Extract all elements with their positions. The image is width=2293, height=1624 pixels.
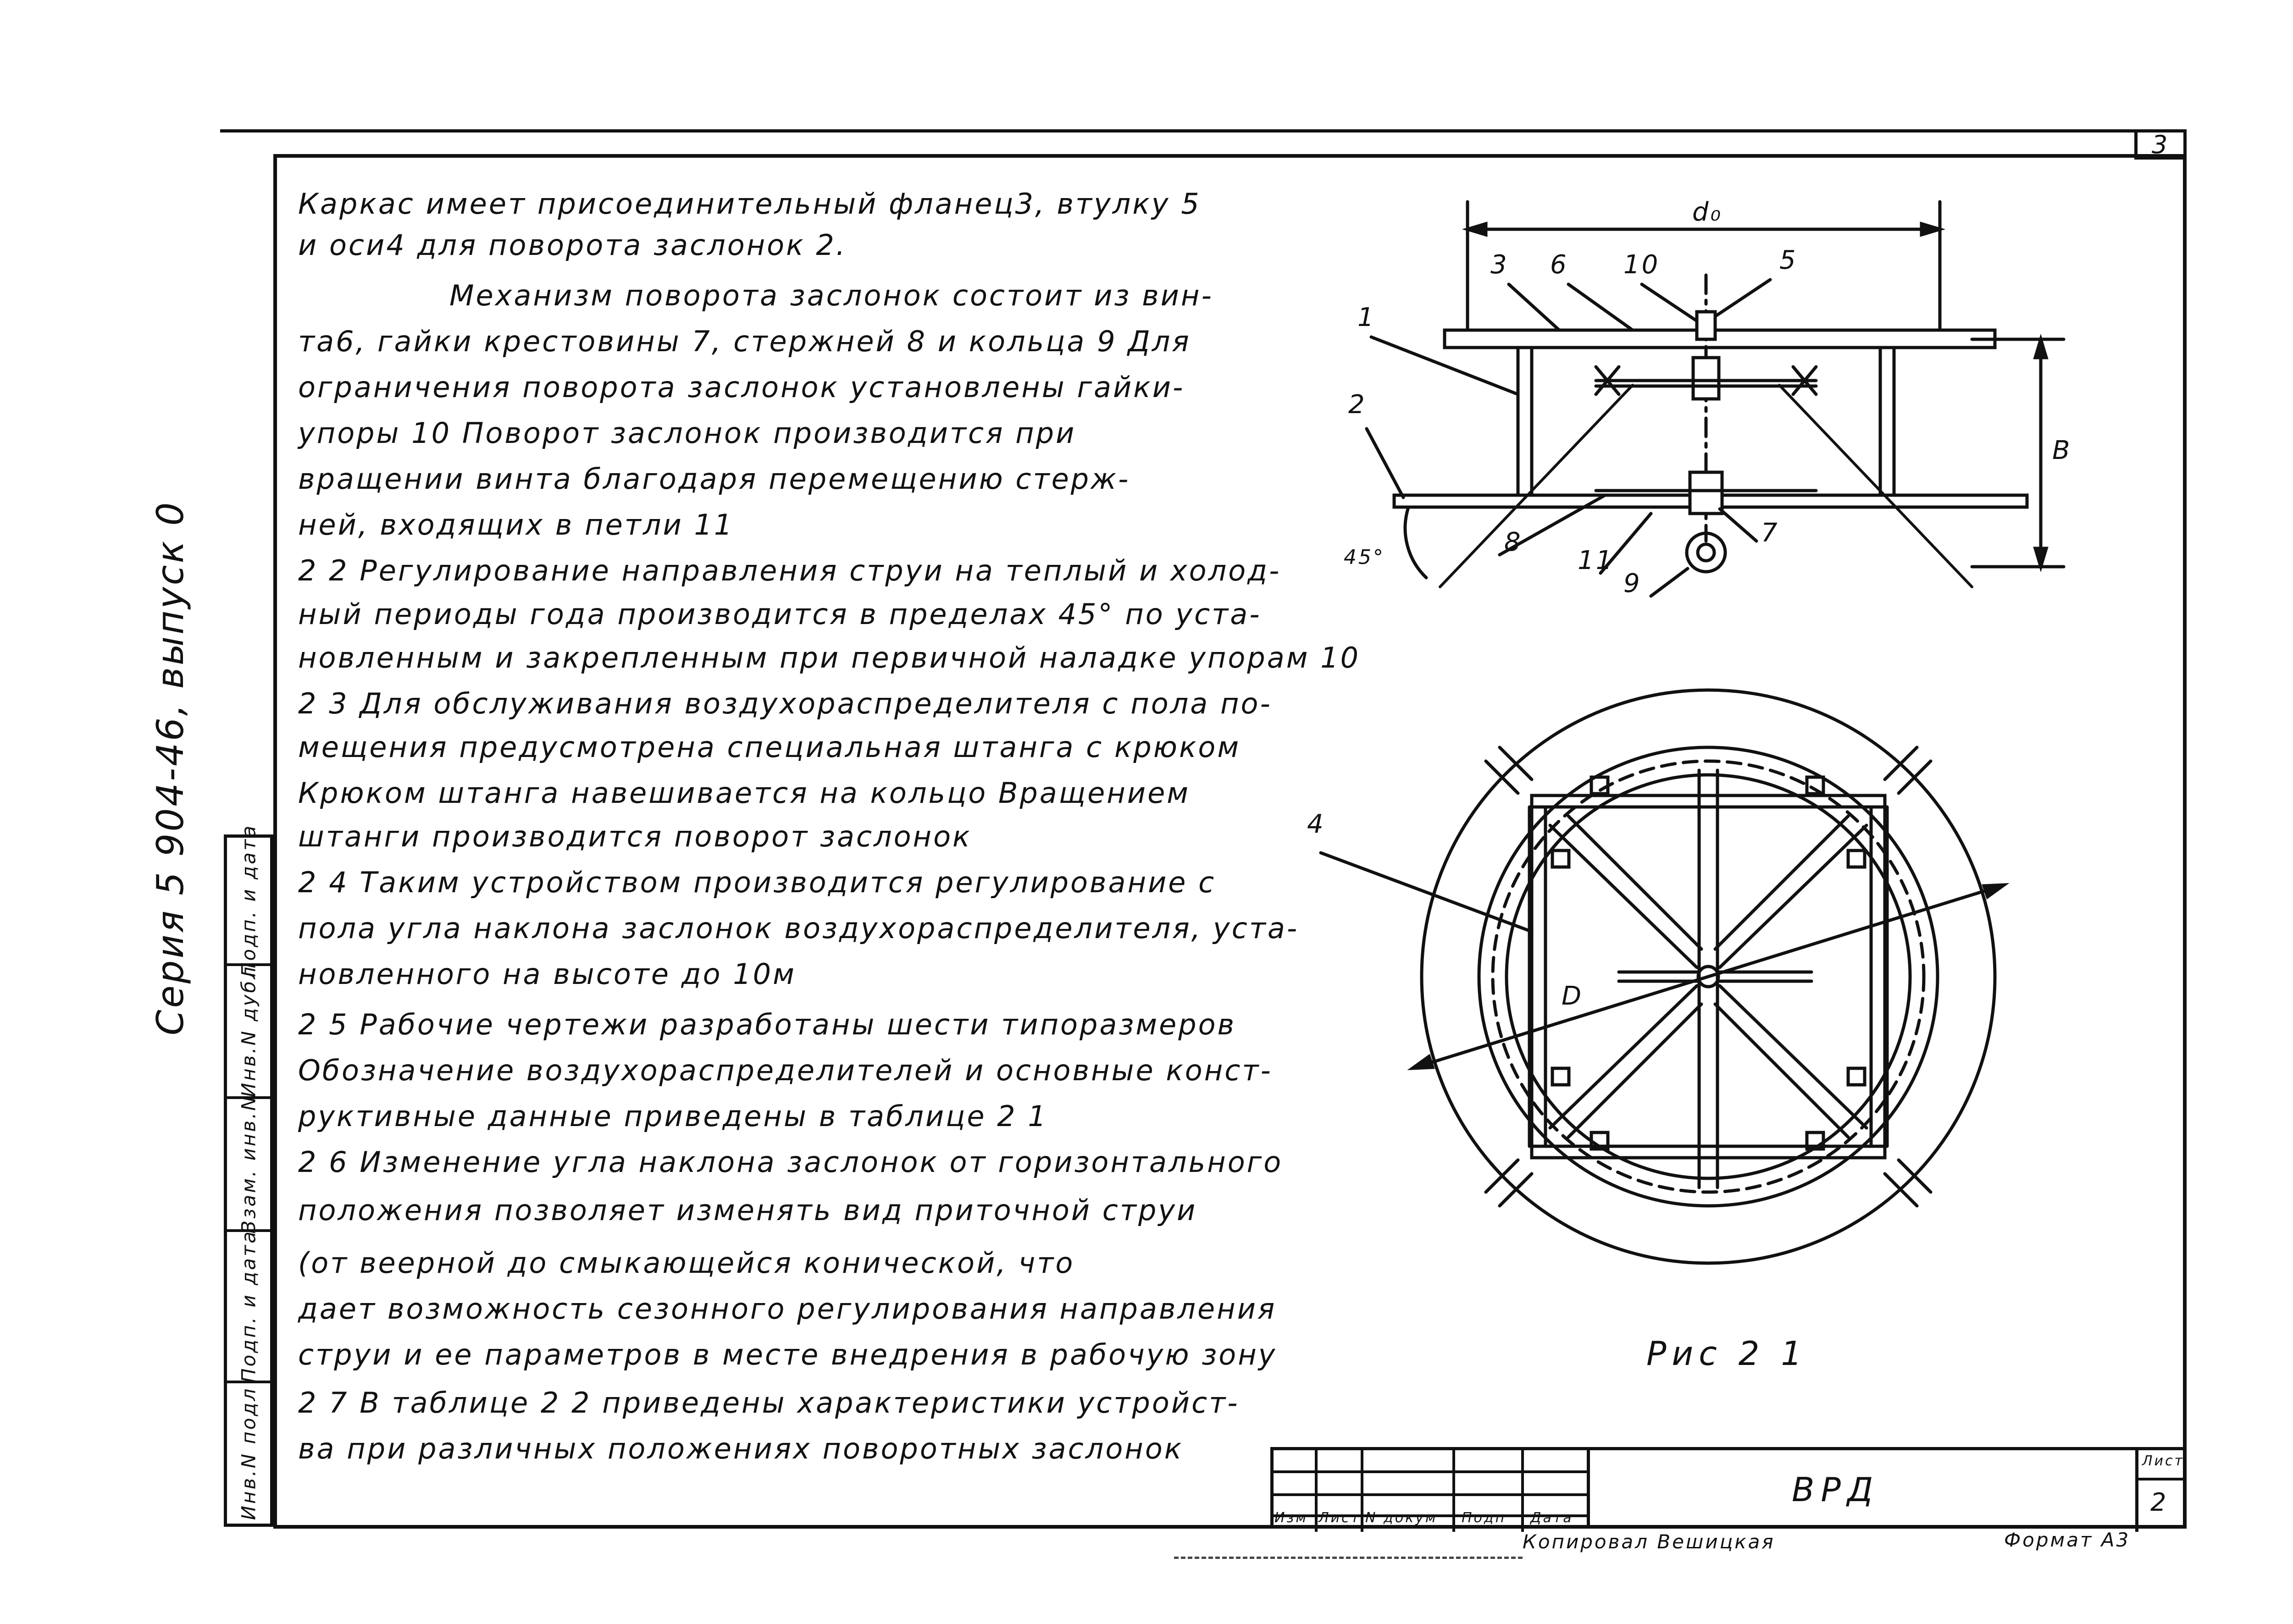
grid-line — [1274, 1470, 1590, 1473]
grid-line — [1452, 1450, 1455, 1532]
text-line: та6, гайки крестовины 7, стержней 8 и ко… — [298, 325, 1191, 358]
text-line: руктивные данные приведены в таблице 2 1 — [298, 1099, 1048, 1133]
header-podp: Подп — [1462, 1510, 1507, 1526]
sheet-number: 3 — [2134, 129, 2187, 160]
grid-line — [1315, 1450, 1318, 1532]
text-line: ный периоды года производится в пределах… — [298, 597, 1262, 631]
text-line: вращении винта благодаря перемещению сте… — [298, 462, 1130, 496]
sheet-label: Лист — [2142, 1453, 2185, 1469]
format-label: Формат А3 — [2004, 1529, 2131, 1551]
dim-D-label: D — [1562, 981, 1584, 1011]
text-line: струи и ее параметров в месте внедрения … — [298, 1338, 1277, 1371]
text-line: ограничения поворота заслонок установлен… — [298, 370, 1185, 404]
dim-d0-label: d₀ — [1692, 197, 1723, 227]
callout-5: 5 — [1779, 245, 1798, 275]
text-line: 2 6 Изменение угла наклона заслонок от г… — [298, 1145, 1283, 1179]
header-ndokum: N докум — [1365, 1510, 1438, 1526]
title-block: Изм Лист N докум Подп Дата ВРД Лист 2 — [1270, 1447, 2187, 1532]
text-line: 2 4 Таким устройством производится регул… — [298, 866, 1216, 899]
angle-label: 45° — [1344, 546, 1385, 569]
text-line: положения позволяет изменять вид приточн… — [298, 1193, 1197, 1227]
header-izm: Изм — [1274, 1510, 1308, 1526]
text-line: Обозначение воздухораспределителей и осн… — [298, 1054, 1273, 1087]
plan-view — [1319, 688, 2010, 1265]
grid-line — [1361, 1450, 1363, 1532]
text-line: новленным и закрепленным при первичной н… — [298, 641, 1361, 674]
stamp-cell: Взам. инв.N — [227, 1094, 270, 1234]
side-stamp: Подп. и дата Инв.N дубл Взам. инв.N Подп… — [224, 824, 273, 1527]
callout-2: 2 — [1348, 390, 1367, 420]
stamp-cell: Подп. и дата — [227, 1230, 270, 1383]
text-line: 2 3 Для обслуживания воздухораспределите… — [298, 687, 1272, 720]
text-line: штанги производится поворот заслонок — [298, 820, 972, 853]
grid-line — [1274, 1493, 1590, 1496]
copied-by: Копировал Вешицкая — [1523, 1530, 1775, 1553]
text-line: пола угла наклона заслонок воздухораспре… — [298, 911, 1299, 945]
text-line: новленного на высоте до 10м — [298, 957, 796, 991]
top-rule — [220, 129, 2183, 133]
sheet-frame — [273, 154, 2187, 1529]
text-line: Крюком штанга навешивается на кольцо Вра… — [298, 776, 1191, 810]
dim-B-label: B — [2052, 436, 2072, 465]
bottom-dash-line — [1174, 1557, 1523, 1559]
text-line: дает возможность сезонного регулирования… — [298, 1292, 1277, 1326]
side-view — [1365, 200, 2066, 598]
text-line: мещения предусмотрена специальная штанга… — [298, 730, 1241, 764]
stamp-cell: Инв.N дубл — [227, 965, 270, 1099]
text-line: 2 7 В таблице 2 2 приведены характеристи… — [298, 1386, 1240, 1420]
text-line: 2 2 Регулирование направления струи на т… — [298, 554, 1281, 587]
text-line: ва при различных положениях поворотных з… — [298, 1432, 1184, 1465]
text-line: 2 5 Рабочие чертежи разработаны шести ти… — [298, 1008, 1236, 1041]
document-code: ВРД — [1792, 1470, 1880, 1509]
callout-10: 10 — [1623, 250, 1660, 280]
grid-line — [1521, 1450, 1524, 1532]
revision-grid: Изм Лист N докум Подп Дата — [1270, 1447, 1590, 1532]
sheet-cell: Лист 2 — [2135, 1450, 2187, 1532]
text-line: упоры 10 Поворот заслонок производится п… — [298, 416, 1076, 450]
figure-caption: Рис 2 1 — [1646, 1334, 1808, 1373]
callout-1: 1 — [1357, 303, 1376, 332]
text-line: (от веерной до смыкающейся конической, ч… — [298, 1246, 1075, 1280]
callout-9: 9 — [1623, 569, 1642, 598]
callout-7: 7 — [1761, 518, 1779, 548]
callout-4: 4 — [1307, 809, 1325, 839]
callout-8: 8 — [1504, 527, 1523, 557]
stamp-cell: Подп. и дата — [227, 824, 270, 977]
text-line: ней, входящих в петли 11 — [298, 508, 734, 541]
header-data: Дата — [1530, 1510, 1573, 1526]
text-line: Каркас имеет присоединительный фланец3, … — [298, 187, 1201, 221]
title-main: ВРД Лист 2 — [1587, 1447, 2187, 1532]
sheet-number-value: 2 — [2150, 1488, 2168, 1517]
callout-11: 11 — [1578, 546, 1614, 575]
text-line: Механизм поворота заслонок состоит из ви… — [449, 279, 1213, 312]
grid-line — [1274, 1514, 1590, 1517]
text-line: и оси4 для поворота заслонок 2. — [298, 228, 847, 262]
callout-6: 6 — [1550, 250, 1568, 280]
callout-3: 3 — [1490, 250, 1509, 280]
sheet-divider — [2138, 1478, 2187, 1480]
header-list: Лист — [1318, 1510, 1361, 1526]
